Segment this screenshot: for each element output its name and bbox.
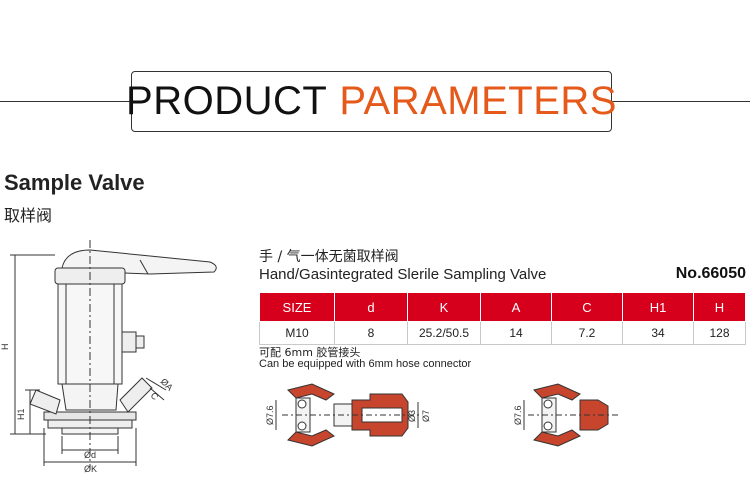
column-header-h1: H1 <box>622 292 694 322</box>
banner-line-right <box>612 101 750 102</box>
product-title-cn: 取样阀 <box>4 206 53 225</box>
dim-d-label: Ød <box>84 450 96 460</box>
table-cell: 14 <box>480 321 552 345</box>
dim-h-label: H <box>0 344 10 351</box>
product-parameters-banner: PRODUCT PARAMETERS <box>126 71 616 132</box>
column-header-a: A <box>480 292 552 322</box>
section-left-dim-a: Ø7.6 <box>265 405 275 425</box>
outlet-left <box>29 389 61 415</box>
hose-connector <box>121 331 137 353</box>
table-cell: 128 <box>693 321 746 345</box>
product-subtitle-cn: 手 / 气一体无菌取样阀 <box>259 249 399 265</box>
column-header-c: C <box>551 292 623 322</box>
hose-note-cn: 可配 6mm 胶管接头 <box>259 346 361 359</box>
product-title: Sample Valve <box>4 170 145 195</box>
dim-a-label: ØA <box>159 376 175 392</box>
column-header-d: d <box>334 292 408 322</box>
dim-k-label: ØK <box>84 464 97 474</box>
dim-c-label: C <box>149 390 161 402</box>
outlet-right <box>119 377 153 413</box>
table-cell: M10 <box>259 321 335 345</box>
product-subtitle-en: Hand/Gasintegrated Slerile Sampling Valv… <box>259 266 547 283</box>
column-header-h: H <box>693 292 746 322</box>
banner-title-part2: PARAMETERS <box>339 79 617 123</box>
section-right-dim-a: Ø7.6 <box>513 405 523 425</box>
dim-h1-label: H1 <box>16 408 26 420</box>
section-left-dim-c: Ø7 <box>421 410 431 422</box>
parameter-table: SIZE d K A C H1 H M10 8 25.2/50.5 14 7.2… <box>259 292 746 345</box>
banner-line-left <box>0 101 131 102</box>
table-cell: 34 <box>622 321 694 345</box>
table-cell: 8 <box>334 321 408 345</box>
table-cell: 25.2/50.5 <box>407 321 481 345</box>
section-drawing-left: Ø7.6 Ø3 Ø7 <box>265 383 431 447</box>
valve-drawing: H H1 Ød ØK ØA C <box>0 240 217 474</box>
hose-note-en: Can be equipped with 6mm hose connector <box>259 358 472 370</box>
section-drawing-right: Ø7.6 <box>513 383 620 447</box>
table-row: M10 8 25.2/50.5 14 7.2 34 128 <box>259 321 746 345</box>
banner-title-part1: PRODUCT <box>126 79 328 123</box>
table-cell: 7.2 <box>551 321 623 345</box>
column-header-size: SIZE <box>259 292 335 322</box>
section-left-dim-b: Ø3 <box>407 410 417 422</box>
column-header-k: K <box>407 292 481 322</box>
model-number: No.66050 <box>675 265 746 282</box>
table-header-row: SIZE d K A C H1 H <box>259 292 746 322</box>
